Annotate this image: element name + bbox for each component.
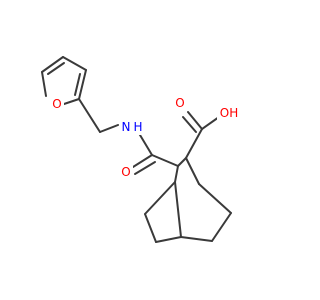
bond-ch2-n — [99, 124, 119, 133]
bond-c2-c1 — [174, 165, 179, 183]
amide-hydrogen: H — [133, 120, 142, 134]
bond-carbonyl-c2 — [151, 154, 179, 167]
bond-c7-c4b — [198, 183, 232, 214]
amide-nitrogen: N — [122, 120, 131, 134]
bond-furan-c3-c2 — [78, 69, 87, 100]
bond-furan-o-c5 — [41, 71, 47, 97]
bond-carbonyl-o — [132, 154, 153, 168]
bond-c4-c8 — [180, 236, 213, 242]
bond-furan-c5-c4 — [41, 56, 64, 73]
bond-c2-ch2 — [78, 98, 101, 133]
bond-c8-c7 — [211, 212, 232, 242]
bond-c2-c3 — [177, 157, 187, 167]
bond-furan-c4-c3 — [62, 56, 87, 71]
bond-c3-cooh — [185, 128, 203, 159]
bond-c6-c5 — [144, 213, 157, 243]
bond-c3-c4 — [185, 157, 200, 185]
bond-c5-c4 — [155, 236, 182, 243]
bond-c1-c6 — [144, 181, 176, 215]
acid-oxygen-label: O — [173, 95, 187, 111]
bond-cooh-oh — [201, 116, 220, 130]
acid-carbonyl-oxygen: O — [175, 96, 184, 110]
bond-furan-c5-c4-inner — [47, 62, 65, 75]
structure-canvas: O N H O O OH — [41, 56, 241, 243]
acid-hydroxyl-label: OH — [217, 96, 241, 122]
atom-labels: O N H O O OH — [50, 95, 241, 180]
bond-cooh-o — [187, 111, 203, 130]
bond-cooh-o-double — [182, 116, 197, 133]
bonds — [41, 56, 232, 243]
bond-c1-c4 — [174, 181, 182, 238]
furan-oxygen: O — [52, 97, 61, 111]
acid-hydroxyl: OH — [220, 106, 238, 120]
bond-carbonyl-o-double — [134, 161, 156, 175]
furan-oxygen-label: O — [50, 95, 64, 111]
bond-furan-c3-c2-inner — [74, 73, 81, 96]
amide-oxygen: O — [121, 165, 130, 179]
amide-nitrogen-label: N H — [120, 119, 146, 135]
amide-oxygen-label: O — [119, 164, 133, 180]
